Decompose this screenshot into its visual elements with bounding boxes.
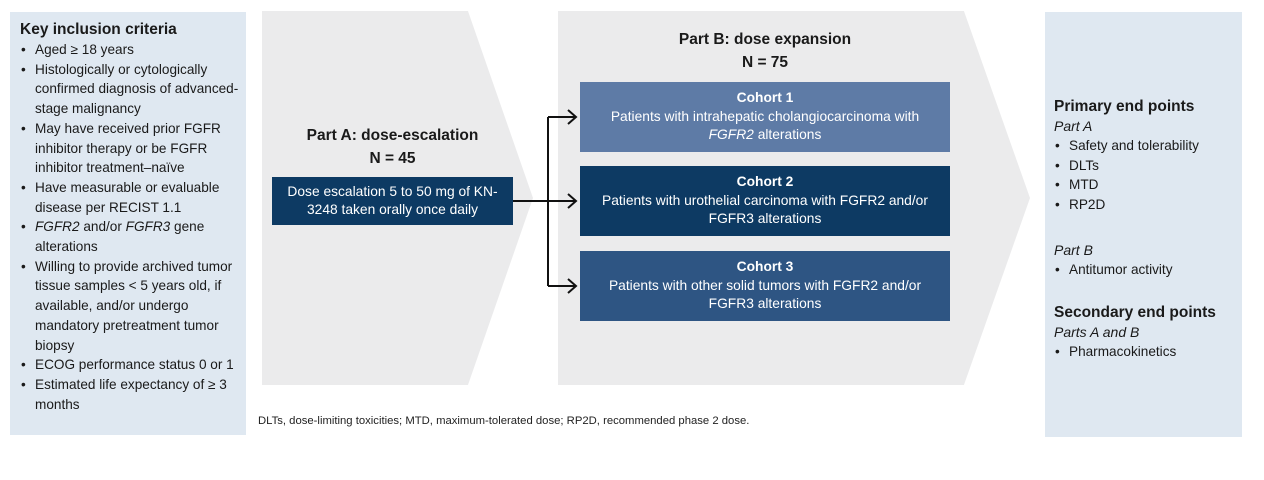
cohort-1-box: Cohort 1 Patients with intrahepatic chol…	[580, 82, 950, 152]
part-a-dose-box: Dose escalation 5 to 50 mg of KN-3248 ta…	[272, 177, 513, 225]
endpoint-item: MTD	[1054, 175, 1236, 195]
endpoints-panel: Primary end points Part A Safety and tol…	[1045, 12, 1242, 437]
part-a-title-line: Part A: dose-escalation	[306, 127, 479, 144]
abbreviations-footnote: DLTs, dose-limiting toxicities; MTD, max…	[258, 415, 750, 427]
part-a-n: N = 45	[369, 150, 416, 167]
cohort-3-title: Cohort 3	[736, 259, 794, 275]
inclusion-item: Aged ≥ 18 years	[20, 40, 240, 60]
primary-part-b-list: Antitumor activity	[1054, 260, 1236, 280]
cohort-3-box: Cohort 3 Patients with other solid tumor…	[580, 251, 950, 321]
primary-part-a-subheading: Part A	[1054, 118, 1093, 134]
secondary-parts-subheading: Parts A and B	[1054, 323, 1140, 340]
primary-endpoints-title: Primary end points	[1054, 98, 1195, 115]
cohort-1-description: Patients with intrahepatic cholangiocarc…	[610, 108, 920, 143]
secondary-endpoints-title: Secondary end points	[1054, 303, 1216, 321]
inclusion-item: FGFR2 and/or FGFR3 gene alterations	[20, 217, 240, 256]
inclusion-item: ECOG performance status 0 or 1	[20, 355, 240, 375]
endpoint-item: Safety and tolerability	[1054, 136, 1236, 156]
inclusion-item: Willing to provide archived tumor tissue…	[20, 257, 240, 356]
inclusion-item: Estimated life expectancy of ≥ 3 months	[20, 375, 240, 414]
cohort-2-description: Patients with urothelial carcinoma with …	[602, 192, 928, 227]
cohort-2-title: Cohort 2	[736, 174, 794, 190]
inclusion-criteria-panel: Key inclusion criteria Aged ≥ 18 years H…	[10, 12, 246, 435]
primary-part-b-subheading: Part B	[1054, 241, 1093, 258]
inclusion-item: Have measurable or evaluable disease per…	[20, 178, 240, 217]
part-b-n: N = 75	[741, 54, 789, 71]
endpoint-item: DLTs	[1054, 156, 1236, 176]
cohort-1-title: Cohort 1	[736, 90, 794, 106]
endpoint-item: Antitumor activity	[1054, 260, 1236, 280]
secondary-list: Pharmacokinetics	[1054, 342, 1236, 362]
inclusion-criteria-list: Aged ≥ 18 years Histologically or cytolo…	[20, 40, 240, 414]
inclusion-item: Histologically or cytologically confirme…	[20, 60, 240, 119]
endpoint-item: RP2D	[1054, 195, 1236, 215]
endpoint-item: Pharmacokinetics	[1054, 342, 1236, 362]
part-b-title: Part B: dose expansion N = 75	[580, 28, 950, 74]
cohort-2-box: Cohort 2 Patients with urothelial carcin…	[580, 166, 950, 236]
part-a-dose-text: Dose escalation 5 to 50 mg of KN-3248 ta…	[287, 183, 498, 218]
primary-part-a-list: Safety and tolerability DLTs MTD RP2D	[1054, 136, 1236, 215]
part-a-title: Part A: dose-escalation N = 45	[272, 124, 513, 170]
inclusion-item: May have received prior FGFR inhibitor t…	[20, 119, 240, 178]
inclusion-criteria-title: Key inclusion criteria	[20, 21, 177, 38]
part-b-title-line: Part B: dose expansion	[678, 31, 852, 48]
cohort-3-description: Patients with other solid tumors with FG…	[608, 277, 922, 312]
